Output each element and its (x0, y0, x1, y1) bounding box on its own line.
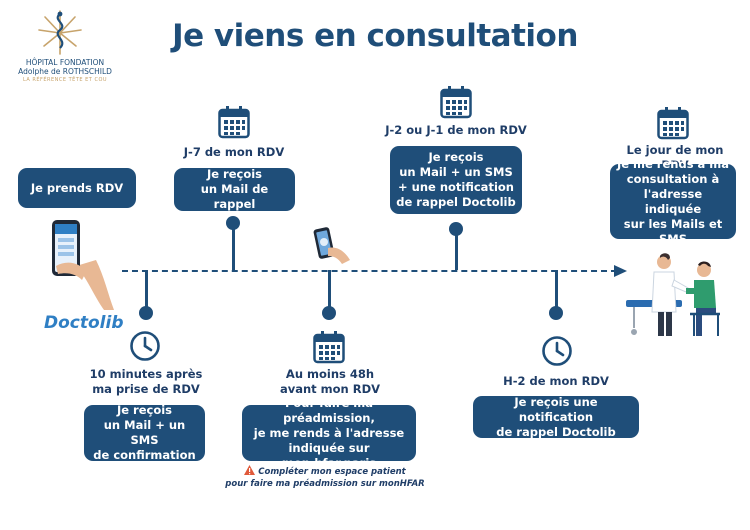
phone-hand-icon (52, 220, 114, 310)
warning-text2: pour faire ma préadmission sur monHFAR (225, 479, 425, 489)
hospital-logo-icon (38, 10, 82, 55)
box-line: Je reçois (428, 150, 484, 164)
logo-name-line1: HÔPITAL FONDATION (25, 58, 105, 67)
step-box-h2: Je reçois une notification de rappel Doc… (473, 394, 639, 439)
label-line: avant mon RDV (279, 382, 381, 396)
small-phone-icon (313, 227, 350, 264)
start-box: Je prends RDV (18, 168, 136, 208)
timeline-dot (139, 306, 153, 320)
doctor-patient-icon (626, 253, 720, 336)
doctolib-logo: Doctolib (44, 313, 124, 333)
box-line: de rappel Doctolib (396, 195, 516, 209)
warning-line1: Compléter mon espace patient (215, 465, 435, 478)
warning-text1: Compléter mon espace patient (258, 467, 406, 477)
label-line: Au moins 48h (285, 367, 375, 381)
calendar-icon (440, 86, 472, 119)
label-line: 10 minutes après (89, 367, 203, 381)
box-line: l'adresse indiquée (643, 186, 703, 216)
box-line: sur les Mails et SMS (623, 216, 723, 246)
step-box-j2-j1: Je reçois un Mail + un SMS + une notific… (390, 146, 522, 214)
label-line: ma prise de RDV (92, 382, 200, 396)
timeline-arrow-icon (614, 265, 627, 277)
box-line: Je reçois (206, 167, 263, 181)
timeline-dot (549, 306, 563, 320)
box-line: indiquée sur mon.hfar.paris (281, 440, 377, 470)
box-line: un Mail + un SMS (103, 418, 186, 447)
timeline-stem (145, 270, 148, 310)
step-label-j7: J-7 de mon RDV (183, 145, 285, 159)
step-label-48h: Au moins 48h avant mon RDV (268, 367, 392, 397)
timeline-line (122, 270, 617, 272)
calendar-icon (313, 331, 345, 364)
step-box-10min: Je reçois un Mail + un SMS de confirmati… (84, 403, 205, 462)
clock-icon (130, 331, 160, 361)
logo-name-line2: Adolphe de ROTHSCHILD (18, 67, 112, 76)
box-line: + une notification (398, 180, 514, 194)
timeline-stem (328, 270, 331, 310)
step-label-10min: 10 minutes après ma prise de RDV (84, 367, 208, 397)
timeline-dot (322, 306, 336, 320)
step-label-j2-j1: J-2 ou J-1 de mon RDV (385, 123, 527, 137)
step-box-j7: Je reçois un Mail de rappel (174, 167, 295, 211)
warning-note: Compléter mon espace patient pour faire … (215, 465, 435, 490)
box-line: un Mail de rappel (200, 182, 269, 211)
box-line: Je reçois une notification (514, 394, 598, 424)
box-line: de rappel Doctolib (496, 424, 616, 439)
timeline-stem (455, 234, 458, 270)
warning-icon (244, 465, 256, 475)
timeline-stem (555, 270, 558, 310)
page-title: Je viens en consultation (172, 18, 578, 54)
step-label-h2: H-2 de mon RDV (503, 374, 609, 388)
box-line: de confirmation (93, 448, 196, 462)
step-box-48h: Pour faire ma préadmission, je me rends … (242, 396, 416, 470)
calendar-icon (657, 107, 689, 140)
clock-icon (542, 336, 572, 366)
calendar-icon (218, 106, 250, 139)
timeline-dot (226, 216, 240, 230)
box-line: Je reçois (116, 403, 173, 417)
box-line: Pour faire ma préadmission, (283, 395, 375, 425)
step-box-jour: Je me rends à ma consultation à l'adress… (610, 157, 736, 246)
box-line: je me rends à l'adresse (253, 425, 405, 440)
timeline-stem (232, 222, 235, 270)
logo-tagline: LA RÉFÉRENCE TÊTE ET COU (22, 77, 108, 83)
logo-name: HÔPITAL FONDATION Adolphe de ROTHSCHILD (10, 58, 120, 76)
box-line: Je me rends à ma (616, 156, 730, 171)
box-line: un Mail + un SMS (399, 165, 513, 179)
box-line: consultation à (626, 171, 720, 186)
timeline-dot (449, 222, 463, 236)
